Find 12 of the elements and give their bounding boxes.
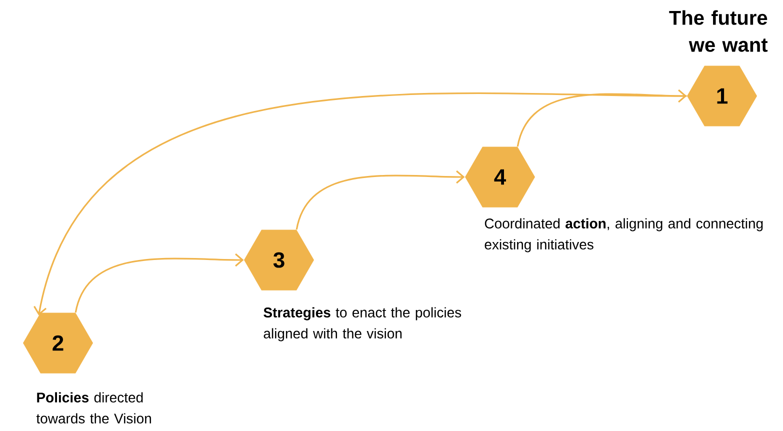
arrow [34, 92, 687, 316]
hexagon: 1 [687, 66, 757, 126]
arrow [516, 89, 687, 147]
hexagon: 2 [23, 312, 93, 374]
description: Strategies to enact the policies aligned with the vision [264, 307, 462, 342]
title: The future we want [669, 10, 768, 52]
hexagon: 3 [244, 230, 314, 290]
hexagon: 4 [465, 146, 535, 208]
arrow [296, 170, 465, 230]
description: Coordinated action, aligning and connecting existing initiatives [484, 218, 763, 252]
arrow [74, 253, 244, 313]
description: Policies directed towards the Vision [36, 392, 151, 424]
